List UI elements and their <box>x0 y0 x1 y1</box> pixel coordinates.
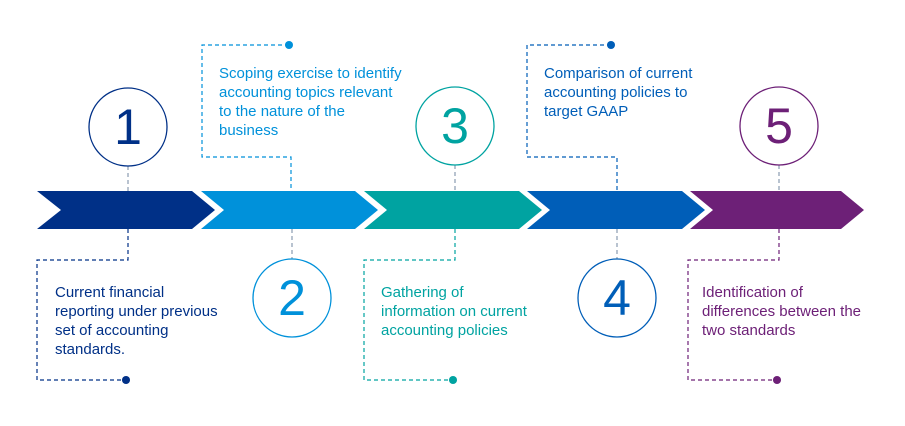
bracket-step-2 <box>201 44 292 191</box>
bracket-step-5 <box>687 229 780 381</box>
step-description-2: Scoping exercise to identify accounting … <box>219 65 402 139</box>
step-number-2: 2 <box>278 270 306 326</box>
step-number-4: 4 <box>603 270 631 326</box>
step-description-5: Identification of differences between th… <box>702 284 862 339</box>
chevron-step-4 <box>527 191 705 229</box>
step-circle-4 <box>577 258 657 338</box>
step-circle-3 <box>415 86 495 166</box>
step-description-3: Gathering of information on current acco… <box>381 284 527 339</box>
step-description-4: Comparison of current accounting policie… <box>544 65 693 120</box>
step-circle-2 <box>252 258 332 338</box>
bracket-dot-4 <box>607 41 615 49</box>
bracket-step-1 <box>36 229 129 381</box>
chevron-step-2 <box>201 191 378 229</box>
chevron-step-3 <box>364 191 542 229</box>
bracket-dot-1 <box>122 376 130 384</box>
bracket-dot-3 <box>449 376 457 384</box>
bracket-step-3 <box>363 229 456 381</box>
step-number-5: 5 <box>765 98 793 154</box>
chevron-step-5 <box>690 191 864 229</box>
bracket-dot-5 <box>773 376 781 384</box>
step-number-1: 1 <box>114 99 142 155</box>
bracket-dot-2 <box>285 41 293 49</box>
step-circle-5 <box>739 86 819 166</box>
chevron-step-1 <box>37 191 215 229</box>
bracket-step-4 <box>526 44 618 191</box>
step-circle-1 <box>88 87 168 167</box>
step-description-1: Current financial reporting under previo… <box>55 284 218 358</box>
step-number-3: 3 <box>441 98 469 154</box>
